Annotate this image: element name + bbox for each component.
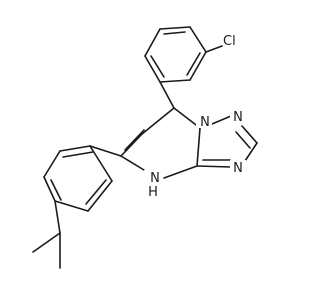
structure-drawing: Cl N N N N H	[32, 26, 258, 269]
bond	[211, 115, 232, 125]
bond	[163, 31, 186, 35]
bond	[59, 145, 91, 152]
bond	[50, 179, 62, 201]
nitrogen-label: N	[233, 161, 243, 176]
bond	[141, 107, 175, 135]
bond	[144, 55, 161, 83]
bond	[159, 26, 191, 30]
bond	[85, 179, 107, 205]
bond	[186, 52, 201, 76]
nitrogen-label: N	[150, 171, 160, 186]
bond	[173, 107, 201, 129]
bonds	[32, 26, 258, 269]
bond	[87, 180, 113, 212]
bond	[189, 26, 207, 53]
bond	[89, 145, 122, 157]
bond	[205, 45, 223, 53]
bond	[54, 200, 89, 212]
bond	[32, 232, 61, 253]
bond	[235, 131, 251, 149]
bond	[144, 28, 161, 57]
bond	[120, 133, 143, 157]
bond	[124, 129, 145, 151]
bond	[150, 55, 165, 78]
bond	[163, 165, 198, 179]
bond	[189, 51, 207, 81]
bond	[241, 125, 258, 144]
bond	[43, 176, 56, 202]
bond	[43, 150, 61, 178]
nitrogen-label: N	[200, 115, 210, 130]
hydrogen-label: H	[148, 185, 158, 200]
bond	[54, 200, 61, 234]
bond	[89, 145, 113, 182]
bond	[244, 142, 258, 162]
bond	[62, 151, 94, 158]
bond	[196, 165, 232, 168]
bond	[196, 127, 201, 167]
nitrogen-label: N	[233, 110, 243, 125]
molecule-diagram: Cl N N N N H	[32, 26, 258, 269]
bond	[120, 155, 145, 171]
atom-labels: Cl N N N N H	[144, 34, 246, 200]
bond	[159, 79, 191, 83]
bond	[159, 81, 175, 109]
chlorine-label: Cl	[223, 34, 236, 49]
